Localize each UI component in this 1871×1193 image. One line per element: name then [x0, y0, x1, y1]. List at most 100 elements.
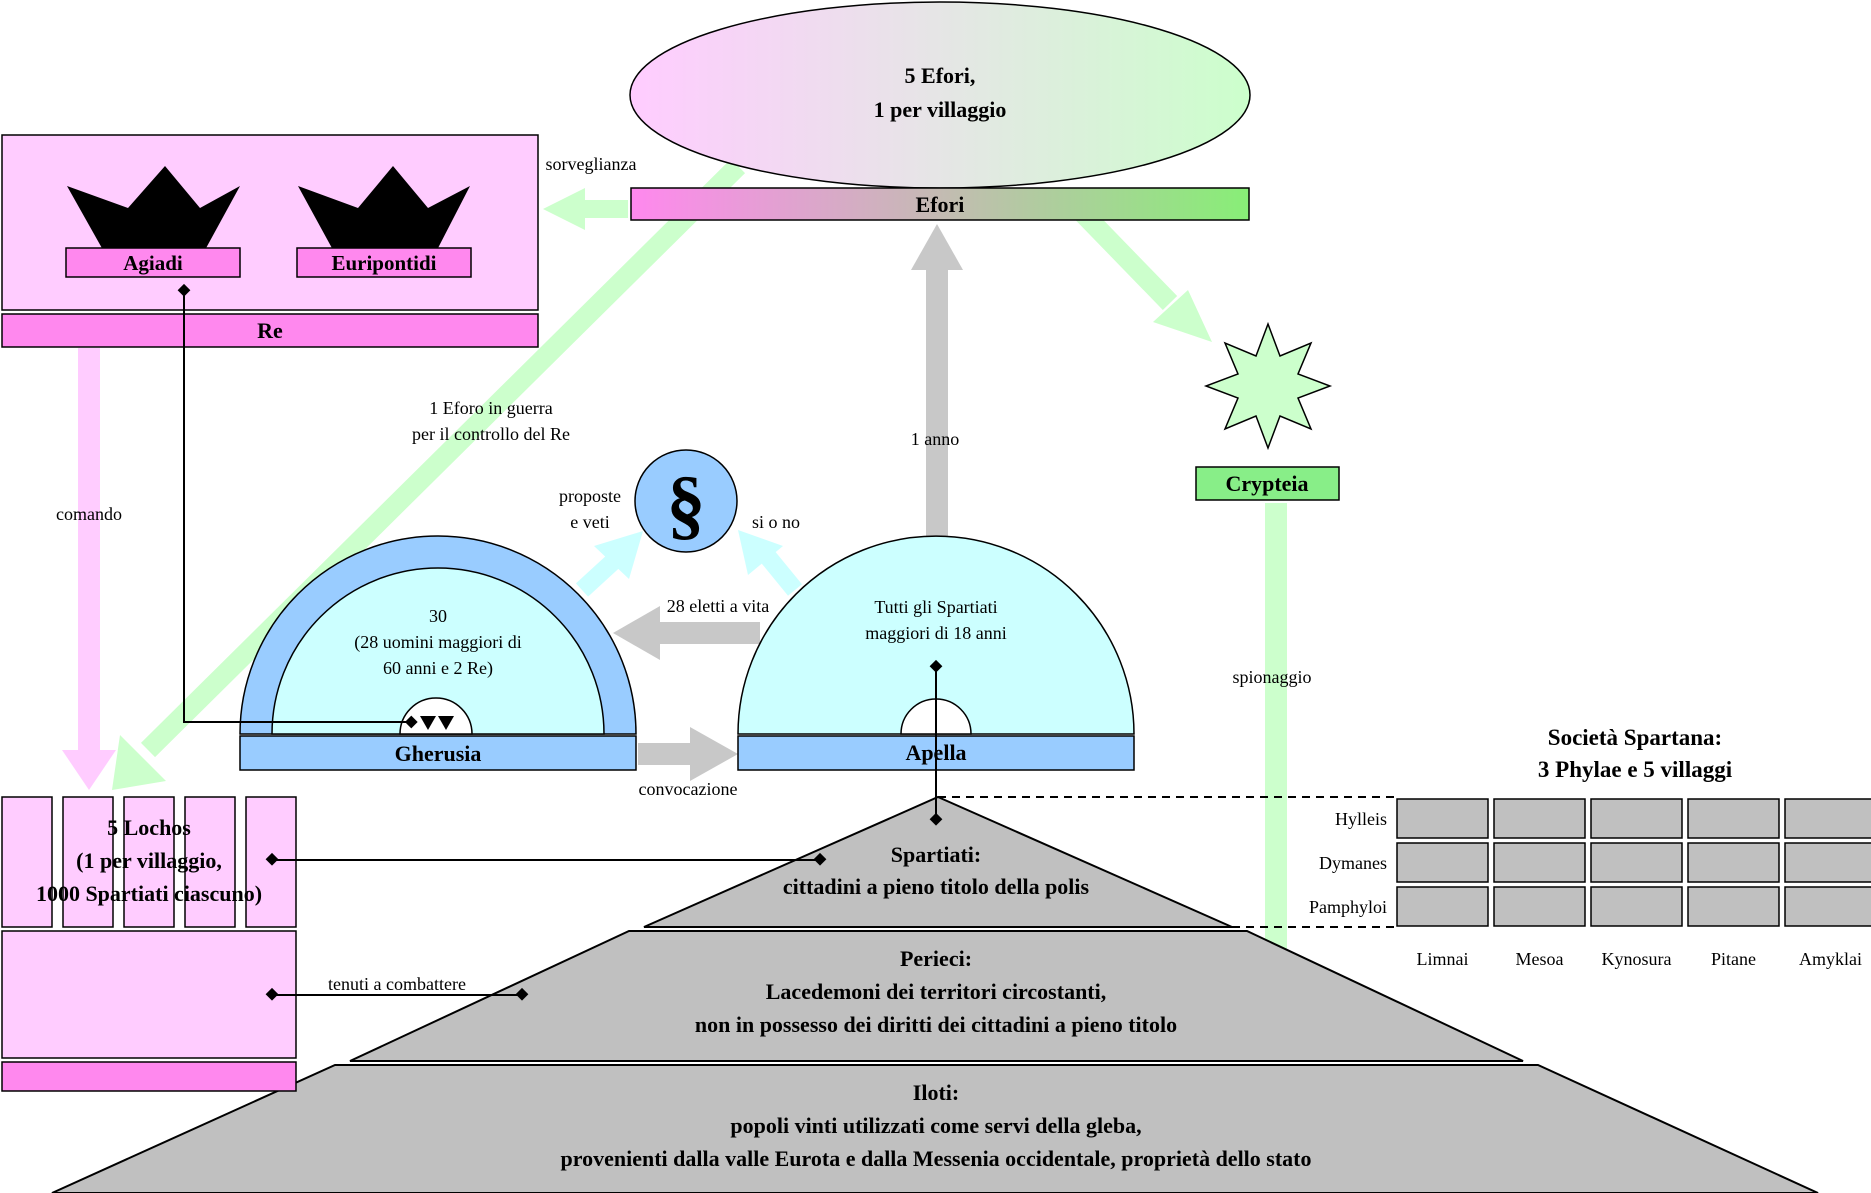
- pyramid-perieci: [349, 930, 1524, 1062]
- arrow-convocazione: [638, 727, 738, 781]
- gherusia-seat-marker-1: [420, 716, 436, 730]
- gherusia-line3: 60 anni e 2 Re): [383, 658, 493, 679]
- lochos-line1: 5 Lochos: [107, 815, 191, 840]
- perieci-title: Perieci:: [900, 946, 972, 971]
- village-label: Pitane: [1711, 949, 1756, 969]
- spartiati-title: Spartiati:: [891, 842, 981, 867]
- arrow-efori-to-lochos: [112, 158, 746, 790]
- connector-dot: [515, 987, 529, 1001]
- arrow-si-o-no: [738, 530, 802, 596]
- arrow-eletti: [613, 606, 760, 660]
- connector-dot: [929, 812, 943, 826]
- label-convocazione: convocazione: [639, 779, 738, 799]
- crown-icon-agiadi: [67, 166, 240, 250]
- label-spionaggio: spionaggio: [1233, 667, 1312, 687]
- society-cell: [1687, 886, 1780, 927]
- efori-ellipse-line1: 5 Efori,: [905, 63, 976, 88]
- gherusia-line2: (28 uomini maggiori di: [354, 632, 521, 653]
- society-cell: [1590, 842, 1683, 883]
- arrow-un-anno: [911, 224, 963, 542]
- label-si-o-no: si o no: [752, 512, 800, 532]
- label-tenuti: tenuti a combattere: [328, 974, 466, 994]
- efori-ellipse: [629, 1, 1251, 189]
- society-cell: [1784, 886, 1871, 927]
- gherusia-seat: [399, 697, 473, 735]
- crypteia-star-icon: [1203, 321, 1333, 451]
- society-cell: [1396, 798, 1489, 839]
- phylae-label: Dymanes: [1319, 853, 1387, 873]
- connector-dot: [265, 987, 279, 1001]
- army-bar: [1, 1061, 297, 1092]
- arrow-sorveglianza: [543, 188, 628, 230]
- label-eforo-guerra-1: 1 Eforo in guerra: [429, 398, 552, 418]
- society-cell: [1493, 886, 1586, 927]
- lochos-line3: 1000 Spartiati ciascuno): [36, 881, 262, 906]
- connector-dot: [177, 283, 191, 297]
- connector-dot: [929, 659, 943, 673]
- society-cell: [1493, 842, 1586, 883]
- iloti-desc-1: popoli vinti utilizzati come servi della…: [730, 1113, 1141, 1138]
- village-label: Mesoa: [1516, 949, 1564, 969]
- dynasty-agiadi-box: [65, 247, 241, 278]
- crypteia-label: Crypteia: [1225, 471, 1308, 496]
- dynasty-euripontidi-box: [296, 247, 472, 278]
- crown-icon-euripontidi: [298, 166, 470, 250]
- gherusia-bar-label: Gherusia: [395, 741, 482, 766]
- society-title-1: Società Spartana:: [1548, 725, 1722, 750]
- apella-arc: [737, 535, 1135, 735]
- phylae-label: Pamphyloi: [1309, 897, 1387, 917]
- arrow-proposte: [575, 531, 643, 597]
- connector-agiadi-to-gherusia: [183, 291, 412, 723]
- perieci-army-box: [1, 930, 297, 1059]
- gherusia-bar: [239, 735, 637, 771]
- arrow-re-to-lochos: [62, 348, 116, 790]
- gherusia-seat-marker-2: [438, 716, 454, 730]
- perieci-desc-1: Lacedemoni dei territori circostanti,: [766, 979, 1107, 1004]
- perieci-desc-2: non in possesso dei diritti dei cittadin…: [695, 1012, 1177, 1037]
- society-cell: [1687, 842, 1780, 883]
- label-proposte-2: e veti: [570, 512, 609, 532]
- dynasty-agiadi-label: Agiadi: [123, 251, 183, 275]
- crypteia-box: [1195, 466, 1340, 501]
- apella-line2: maggiori di 18 anni: [865, 623, 1006, 643]
- gherusia-inner-arc: [271, 567, 605, 735]
- re-bar: [1, 313, 539, 348]
- efori-bar-label: Efori: [916, 192, 965, 217]
- gherusia-line1: 30: [429, 606, 447, 626]
- efori-bar: [630, 187, 1250, 221]
- law-section-icon: §: [667, 460, 706, 547]
- apella-line1: Tutti gli Spartiati: [874, 597, 997, 617]
- label-sorveglianza: sorveglianza: [546, 154, 637, 174]
- label-un-anno: 1 anno: [911, 429, 960, 449]
- connector-dot: [813, 852, 827, 866]
- society-cell: [1687, 798, 1780, 839]
- label-eforo-guerra-2: per il controllo del Re: [412, 424, 570, 444]
- re-box: [1, 134, 539, 311]
- label-comando: comando: [56, 504, 122, 524]
- village-label: Amyklai: [1799, 949, 1862, 969]
- efori-ellipse-line2: 1 per villaggio: [874, 97, 1007, 122]
- phylae-label: Hylleis: [1335, 809, 1387, 829]
- society-cell: [1784, 798, 1871, 839]
- connector-dot: [265, 852, 279, 866]
- iloti-desc-2: provenienti dalla valle Eurota e dalla M…: [560, 1146, 1311, 1171]
- law-circle: [634, 449, 738, 553]
- dynasty-euripontidi-label: Euripontidi: [331, 251, 436, 275]
- label-proposte-1: proposte: [559, 486, 621, 506]
- society-cell: [1493, 798, 1586, 839]
- society-grid: [1396, 798, 1871, 927]
- society-cell: [1590, 886, 1683, 927]
- pyramid-spartiati: [643, 795, 1233, 928]
- re-bar-label: Re: [257, 318, 283, 343]
- society-cell: [1590, 798, 1683, 839]
- pyramid-iloti: [51, 1064, 1819, 1193]
- society-cell: [1396, 886, 1489, 927]
- village-label: Kynosura: [1602, 949, 1672, 969]
- lochos-line2: (1 per villaggio,: [76, 848, 222, 873]
- dashed-link-society: [938, 796, 1395, 928]
- society-cell: [1784, 842, 1871, 883]
- spartiati-desc: cittadini a pieno titolo della polis: [783, 874, 1090, 899]
